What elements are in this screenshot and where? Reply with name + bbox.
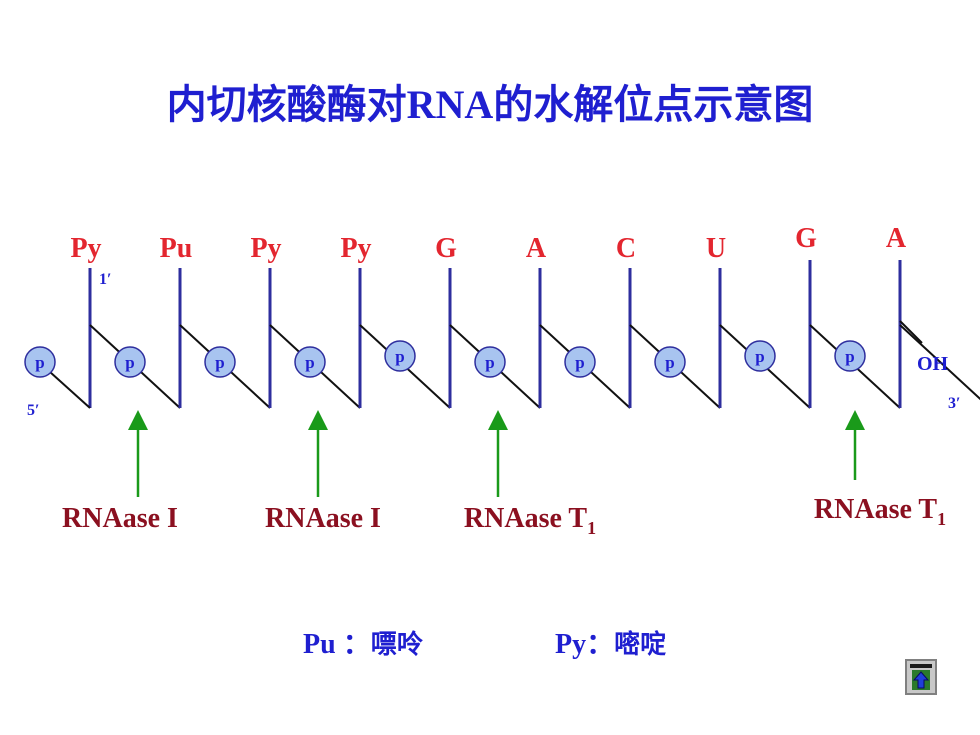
phosphate-circle: [834, 340, 866, 372]
hydroxyl-label: OH: [917, 353, 949, 375]
enzyme-label: RNAase I: [265, 503, 381, 534]
three-prime-bond: [899, 320, 923, 344]
phosphate-circle: [474, 346, 506, 378]
legend-pu: Pu ：嘌呤: [303, 622, 423, 662]
base-label: Py: [340, 233, 371, 264]
phosphate-label: p: [485, 353, 494, 372]
base-label: C: [616, 233, 636, 264]
phosphate-label: p: [755, 347, 764, 366]
phosphate-circle: [24, 346, 56, 378]
base-labels: Py Pu Py Py G A C U G A: [70, 223, 906, 264]
phosphate-label: p: [35, 353, 44, 372]
phosphate-circle: [564, 346, 596, 378]
base-label: Py: [250, 233, 281, 264]
phosphate-label: p: [125, 353, 134, 372]
page-title: 内切核酸酶对RNA的水解位点示意图: [166, 82, 814, 127]
three-prime-label: 3′: [948, 395, 961, 412]
base-label: Pu: [160, 233, 193, 264]
phosphate-label: p: [575, 353, 584, 372]
legend-py-abbr: Py: [555, 629, 587, 660]
legend-pu-name: 嘌呤: [370, 630, 423, 659]
enzyme-subscript: 1: [587, 518, 596, 538]
rna-backbone: [49, 260, 980, 409]
five-prime-label: 5′: [27, 402, 40, 419]
phosphate-label: p: [845, 347, 854, 366]
base-label: A: [886, 223, 907, 254]
base-label: A: [526, 233, 547, 264]
phosphodiester-bond: [49, 371, 91, 409]
phosphate-circle: [654, 346, 686, 378]
phosphodiester-bond: [899, 324, 980, 401]
enzyme-sites: RNAase I RNAase I RNAase T1 RNAase T1: [62, 410, 946, 538]
legend-pu-sep: ：: [342, 629, 371, 660]
legend-py: Py：嘧啶: [555, 622, 666, 662]
legend: Pu ：嘌呤 Py：嘧啶: [0, 622, 980, 662]
enzyme-label: RNAase T1: [464, 503, 596, 538]
phosphate-circle: [384, 340, 416, 372]
up-arrow-icon: [910, 664, 932, 690]
base-label: G: [795, 223, 817, 254]
enzyme-label: RNAase I: [62, 503, 178, 534]
enzyme-label: RNAase T1: [814, 494, 946, 529]
phosphate-label: p: [305, 353, 314, 372]
phosphate-circle: [744, 340, 776, 372]
enzyme-subscript: 1: [937, 509, 946, 529]
phosphate-circle: [204, 346, 236, 378]
base-label: Py: [70, 233, 101, 264]
phosphate-circle: [294, 346, 326, 378]
legend-py-sep: ：: [586, 629, 615, 660]
base-label: U: [706, 233, 726, 264]
phosphate-label: p: [665, 353, 674, 372]
phosphate-circle: [114, 346, 146, 378]
nav-back-button[interactable]: [905, 659, 937, 695]
phosphate-label: p: [215, 353, 224, 372]
one-prime-label: 1′: [99, 271, 112, 288]
base-label: G: [435, 233, 457, 264]
legend-pu-abbr: Pu: [303, 629, 336, 660]
legend-py-name: 嘧啶: [614, 630, 667, 659]
phosphate-label: p: [395, 347, 404, 366]
